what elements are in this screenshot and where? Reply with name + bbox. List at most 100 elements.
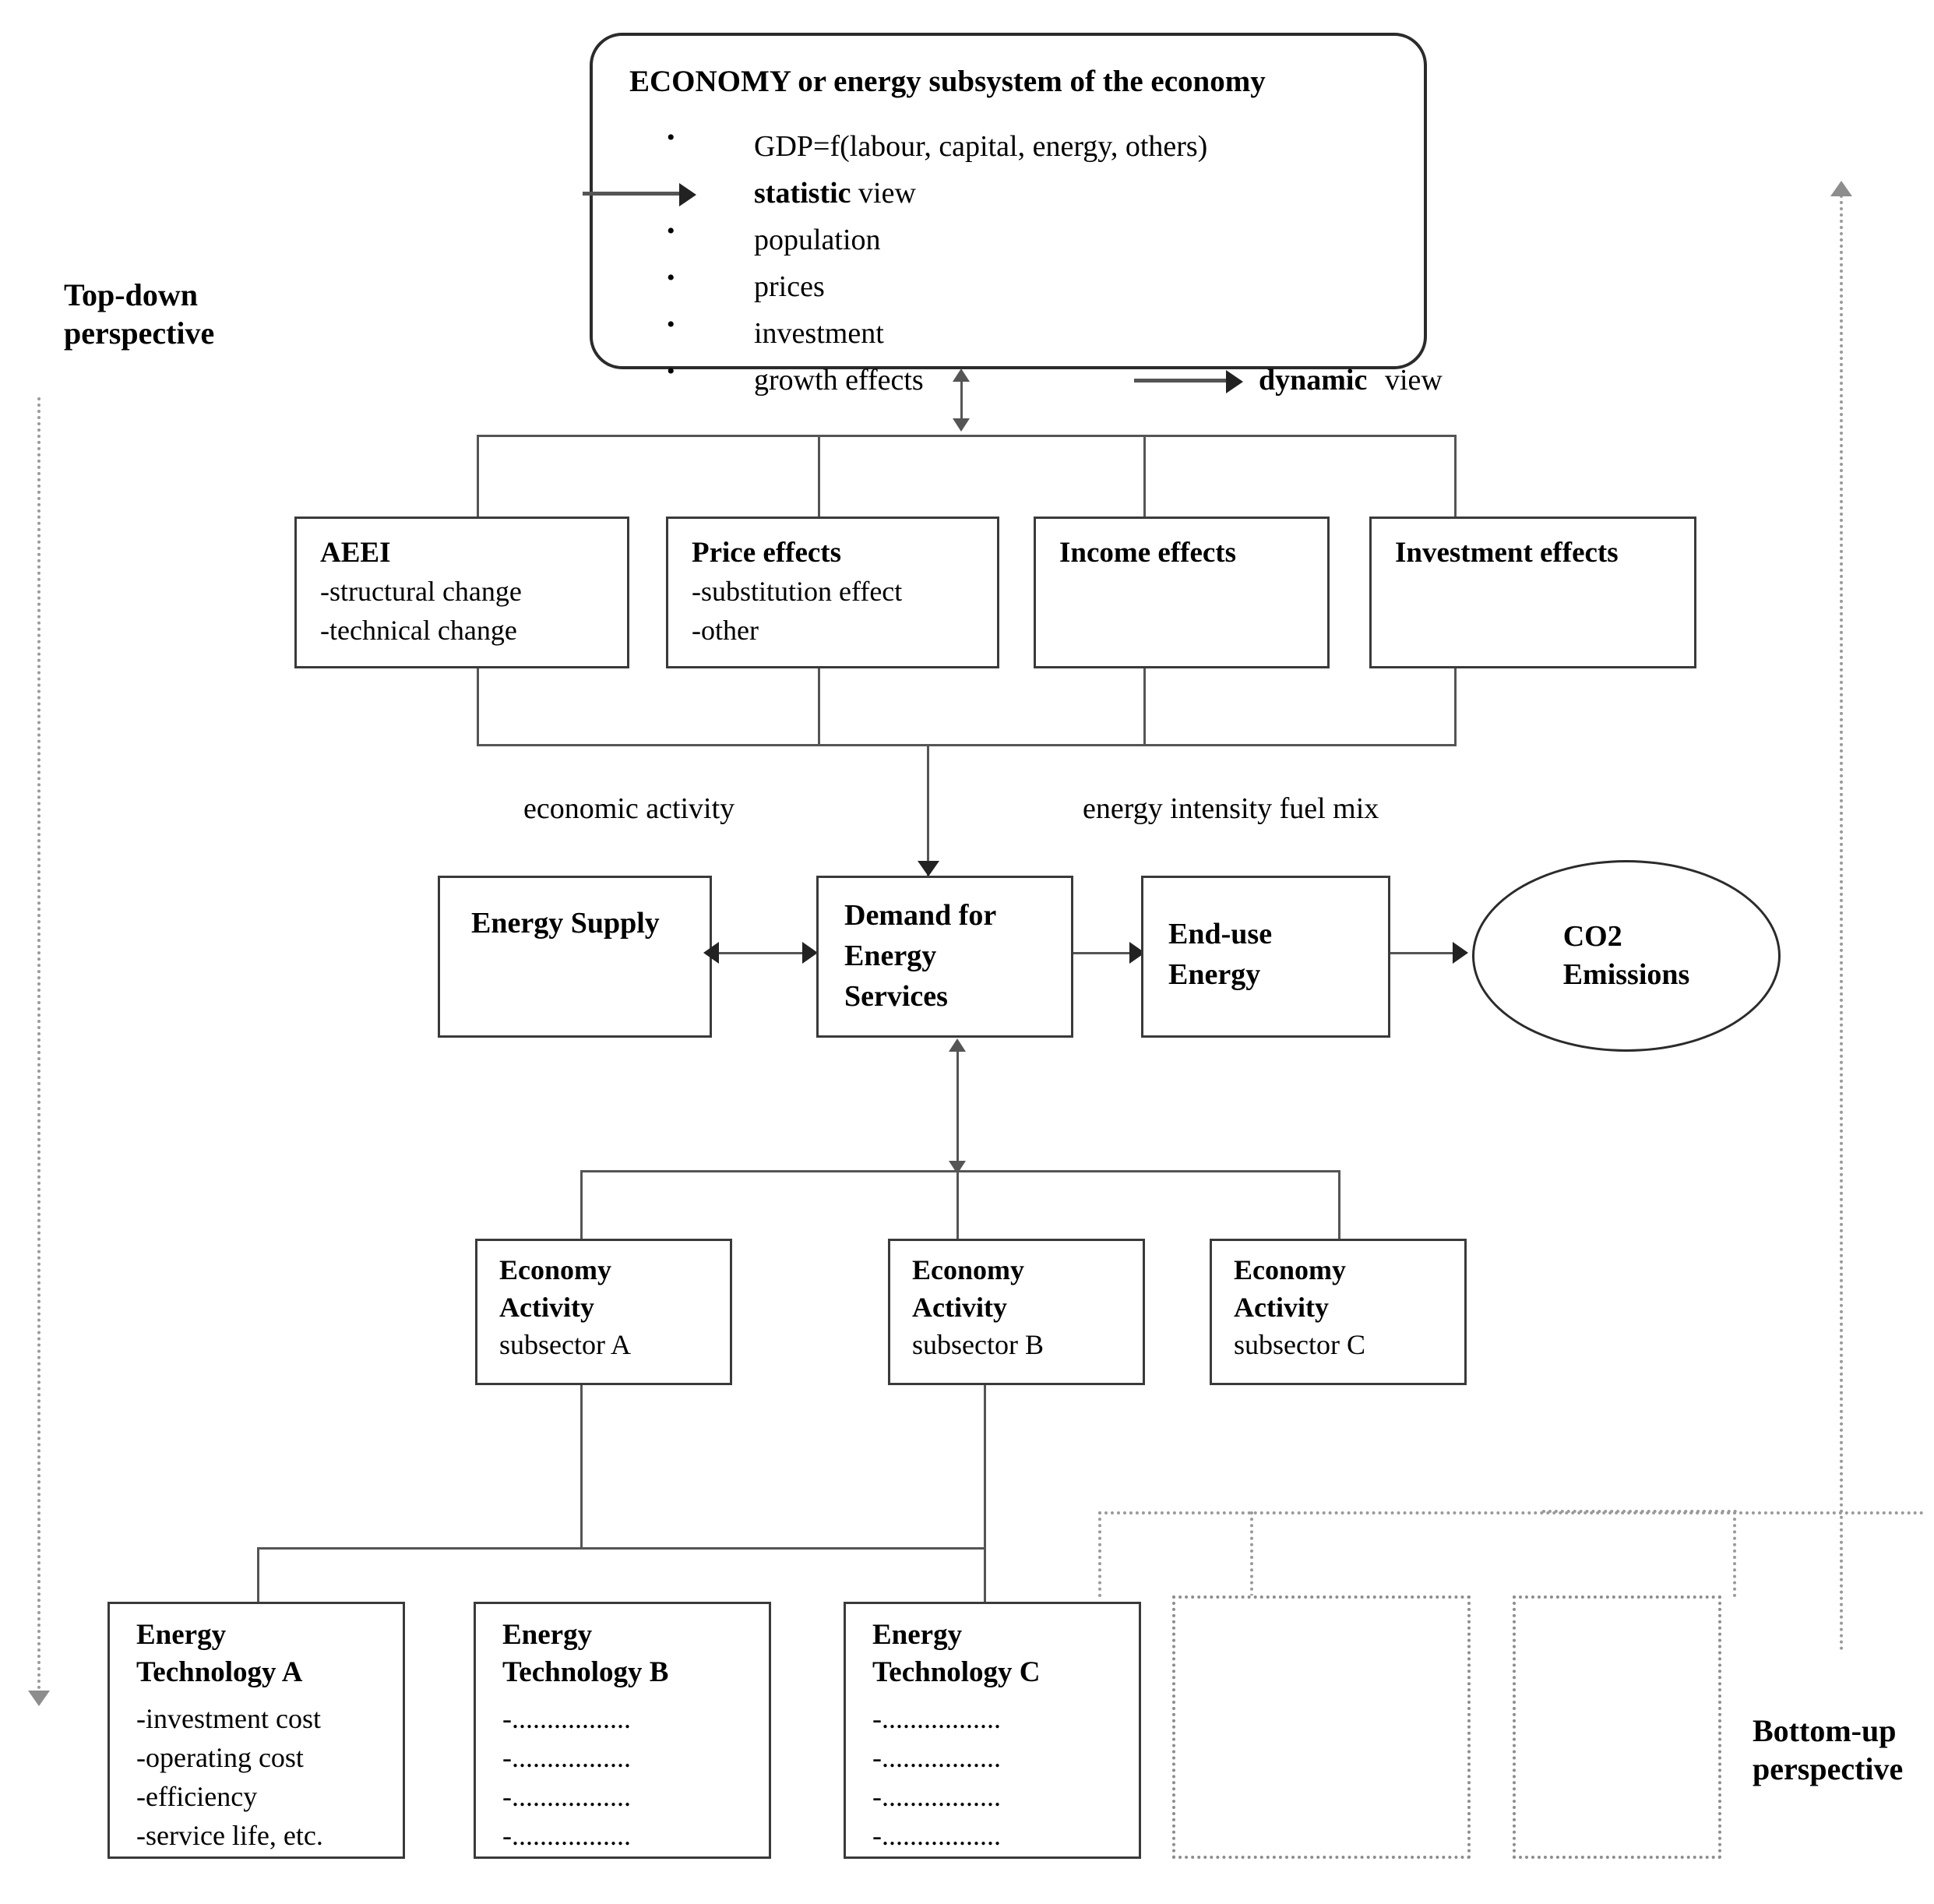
dotted-bracket-1-mid-drop bbox=[1250, 1511, 1253, 1597]
subsector-a-line-2: Activity bbox=[499, 1292, 594, 1323]
aeei-line-1: -structural change bbox=[320, 576, 522, 607]
energy-technology-b-box: Energy Technology B -................. -… bbox=[474, 1602, 771, 1859]
effect-box-investment-effects: Investment effects bbox=[1369, 517, 1696, 668]
tech-c-line-1: Energy bbox=[872, 1619, 963, 1651]
economy-box-heading: ECONOMY or energy subsystem of the econo… bbox=[629, 65, 1266, 98]
tech-a-detail-3: -efficiency bbox=[136, 1781, 258, 1812]
subsector-drop-b bbox=[956, 1170, 959, 1240]
tech-a-detail-2: -operating cost bbox=[136, 1742, 304, 1773]
subsector-a-line-1: Economy bbox=[499, 1254, 611, 1285]
dotted-bracket-1 bbox=[1098, 1511, 1924, 1514]
economy-item-gdp: GDP=f(labour, capital, energy, others) bbox=[667, 123, 1207, 170]
demand-subsectors-arrow-up-icon bbox=[949, 1038, 966, 1052]
effects-rise-2 bbox=[818, 668, 820, 746]
subsector-b-line-2: Activity bbox=[912, 1292, 1007, 1323]
tech-b-detail-2: -................. bbox=[502, 1742, 631, 1773]
effects-drop-2 bbox=[818, 435, 820, 517]
demand-to-enduse-connector bbox=[1073, 952, 1141, 954]
supply-demand-arrow-right-icon bbox=[802, 942, 818, 964]
effects-to-demand-arrow-icon bbox=[918, 861, 939, 876]
energy-technology-a-box: Energy Technology A -investment cost -op… bbox=[107, 1602, 405, 1859]
economic-activity-label: economic activity bbox=[523, 792, 735, 825]
tech-a-detail-4: -service life, etc. bbox=[136, 1820, 323, 1851]
effects-top-bracket bbox=[477, 435, 1457, 437]
statistic-view-arrow-icon bbox=[583, 192, 681, 196]
statistic-view-arrow-head-icon bbox=[679, 183, 696, 207]
economy-item-statistic-view: statistic view bbox=[583, 170, 1207, 217]
economy-connector-arrow-down-icon bbox=[953, 418, 970, 432]
bottom-up-arrow-head-icon bbox=[1830, 181, 1852, 196]
tech-drop-a bbox=[257, 1547, 259, 1602]
co2-line-2: Emissions bbox=[1562, 958, 1690, 991]
demand-to-subsectors-line bbox=[956, 1050, 959, 1171]
dynamic-view-arrow-head-icon bbox=[1226, 370, 1243, 394]
enduse-line-2: Energy bbox=[1168, 958, 1261, 991]
subsector-b-to-tech-line bbox=[984, 1385, 986, 1549]
tech-c-detail-1: -................. bbox=[872, 1703, 1001, 1734]
price-effects-line-2: -other bbox=[692, 615, 759, 646]
demand-line-3: Services bbox=[844, 980, 948, 1013]
tech-c-detail-2: -................. bbox=[872, 1742, 1001, 1773]
demand-line-1: Demand for bbox=[844, 899, 997, 932]
subsector-c-line-1: Economy bbox=[1234, 1254, 1346, 1285]
effects-bottom-bracket bbox=[477, 744, 1457, 746]
economy-activity-subsector-a-box: Economy Activity subsector A bbox=[475, 1239, 732, 1385]
economy-item-population: population bbox=[667, 217, 1207, 263]
subsector-drop-a bbox=[580, 1170, 583, 1240]
subsector-bracket bbox=[580, 1170, 1340, 1172]
effects-rise-3 bbox=[1143, 668, 1146, 746]
tech-c-detail-4: -................. bbox=[872, 1820, 1001, 1851]
energy-technology-c-box: Energy Technology C -................. -… bbox=[844, 1602, 1141, 1859]
subsector-a-to-tech-line bbox=[580, 1385, 583, 1549]
tech-a-line-2: Technology A bbox=[136, 1656, 303, 1688]
dotted-bracket-1-left-drop bbox=[1098, 1511, 1101, 1597]
bottom-up-dotted-line bbox=[1840, 195, 1843, 1652]
economy-box: ECONOMY or energy subsystem of the econo… bbox=[583, 33, 1443, 397]
effects-rise-4 bbox=[1454, 668, 1457, 746]
effect-box-income-effects: Income effects bbox=[1034, 517, 1330, 668]
aeei-title: AEEI bbox=[320, 537, 391, 569]
economy-item-prices: prices bbox=[667, 263, 1207, 310]
subsector-drop-c bbox=[1338, 1170, 1340, 1240]
tech-c-line-2: Technology C bbox=[872, 1656, 1041, 1688]
supply-demand-arrow-left-icon bbox=[703, 942, 719, 964]
effects-drop-3 bbox=[1143, 435, 1146, 517]
dotted-bracket-1-right-drop bbox=[1733, 1511, 1736, 1597]
co2-line-1: CO2 bbox=[1562, 920, 1622, 954]
supply-demand-connector bbox=[717, 952, 814, 954]
tech-b-detail-1: -................. bbox=[502, 1703, 631, 1734]
top-down-arrow-head-icon bbox=[28, 1691, 50, 1706]
effects-rise-1 bbox=[477, 668, 479, 746]
subsector-a-line-3: subsector A bbox=[499, 1329, 631, 1360]
enduse-to-emissions-connector bbox=[1390, 952, 1464, 954]
effects-drop-4 bbox=[1454, 435, 1457, 517]
tech-a-detail-1: -investment cost bbox=[136, 1703, 321, 1734]
enduse-line-1: End-use bbox=[1168, 918, 1273, 950]
technology-bracket bbox=[257, 1547, 985, 1550]
dotted-bracket-2 bbox=[1542, 1510, 1737, 1513]
demand-for-energy-services-box: Demand for Energy Services bbox=[816, 876, 1073, 1038]
economy-item-investment: investment bbox=[667, 310, 1207, 357]
price-effects-title: Price effects bbox=[692, 537, 842, 569]
effect-box-price-effects: Price effects -substitution effect -othe… bbox=[666, 517, 999, 668]
enduse-to-emissions-arrow-icon bbox=[1453, 942, 1468, 964]
economy-item-growth-effects: growth effects dynamic view bbox=[667, 357, 1443, 402]
tech-b-detail-3: -................. bbox=[502, 1781, 631, 1812]
dotted-placeholder-box-2 bbox=[1513, 1595, 1721, 1859]
tech-drop-c bbox=[984, 1547, 986, 1602]
tech-b-detail-4: -................. bbox=[502, 1820, 631, 1851]
energy-supply-label: Energy Supply bbox=[471, 907, 660, 940]
tech-b-line-1: Energy bbox=[502, 1619, 593, 1651]
effects-to-demand-line bbox=[927, 744, 929, 876]
dotted-placeholder-box-1 bbox=[1172, 1595, 1471, 1859]
investment-effects-title: Investment effects bbox=[1395, 537, 1619, 569]
subsector-b-line-1: Economy bbox=[912, 1254, 1024, 1285]
subsector-b-line-3: subsector B bbox=[912, 1329, 1044, 1360]
co2-emissions-ellipse: CO2 Emissions bbox=[1472, 860, 1781, 1052]
economy-activity-subsector-c-box: Economy Activity subsector C bbox=[1210, 1239, 1467, 1385]
tech-b-line-2: Technology B bbox=[502, 1656, 669, 1688]
dynamic-view-arrow-icon bbox=[1134, 379, 1229, 383]
